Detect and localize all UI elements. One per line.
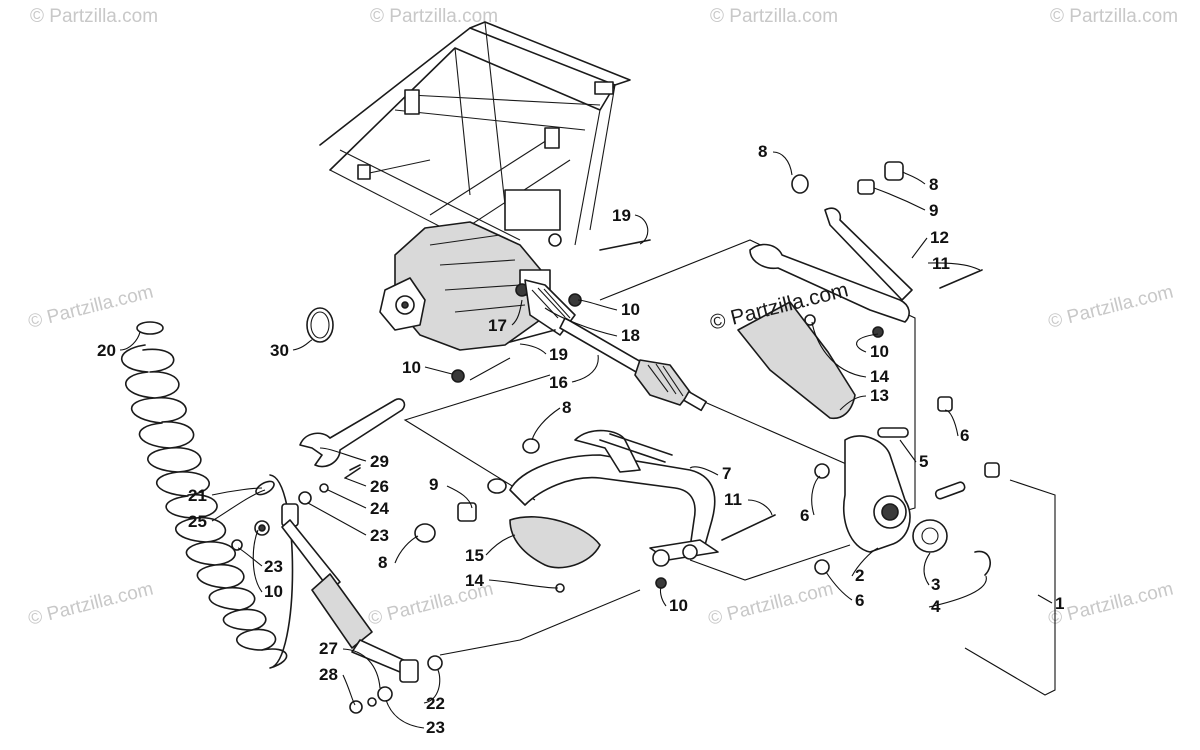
- hub-carrier: [814, 396, 1000, 576]
- shock-absorber: [231, 467, 443, 714]
- a-arm: [737, 161, 983, 420]
- callout-label: 12: [930, 228, 949, 247]
- callout-label: 8: [758, 142, 767, 161]
- callout-label: 6: [960, 426, 969, 445]
- spanner-wrench: [299, 398, 406, 468]
- callout-labels: 8 8 9 19 12 11 10 18 17 19 16 10 30 20 1…: [97, 142, 1064, 737]
- boundary-line: [699, 399, 861, 471]
- callout-label: 14: [870, 367, 889, 386]
- callout-label: 24: [370, 499, 389, 518]
- callout-label: 20: [97, 341, 116, 360]
- callout-label: 22: [426, 694, 445, 713]
- callout-label: 23: [370, 526, 389, 545]
- callout-label: 10: [621, 300, 640, 319]
- callout-label: 8: [562, 398, 571, 417]
- callout-label: 10: [264, 582, 283, 601]
- callout-label: 28: [319, 665, 338, 684]
- watermark-layer: © Partzilla.com © Partzilla.com © Partzi…: [26, 6, 1178, 630]
- callout-label: 10: [402, 358, 421, 377]
- boundary-line: [469, 357, 511, 381]
- callout-label: 29: [370, 452, 389, 471]
- boundary-line: [439, 589, 641, 656]
- callout-label: 10: [669, 596, 688, 615]
- callout-label: 2: [855, 566, 864, 585]
- watermark: © Partzilla.com: [1046, 282, 1175, 333]
- watermark: © Partzilla.com: [710, 6, 838, 27]
- callout-label: 21: [188, 486, 207, 505]
- callout-label: 25: [188, 512, 207, 531]
- callout-label: 9: [429, 475, 438, 494]
- boundary-line: [964, 479, 1056, 696]
- watermark: © Partzilla.com: [370, 6, 498, 27]
- callout-label: 13: [870, 386, 889, 405]
- coil-spring: [120, 321, 294, 669]
- callout-label: 11: [724, 490, 742, 509]
- callout-label: 30: [270, 341, 289, 360]
- swing-arm: [414, 429, 776, 593]
- watermark: © Partzilla.com: [26, 579, 155, 630]
- callout-label: 18: [621, 326, 640, 345]
- callout-label: 6: [855, 591, 864, 610]
- drive-axle: [515, 279, 707, 412]
- callout-label: 4: [931, 597, 941, 616]
- callout-label: 5: [919, 452, 928, 471]
- boundary-line: [403, 374, 551, 501]
- callout-label: 3: [931, 575, 940, 594]
- watermark: © Partzilla.com: [706, 579, 835, 630]
- callout-label: 10: [870, 342, 889, 361]
- callout-label: 26: [370, 477, 389, 496]
- leader-lines: [119, 151, 1053, 729]
- callout-label: 19: [612, 206, 631, 225]
- callout-label: 14: [465, 571, 484, 590]
- watermark: © Partzilla.com: [26, 282, 155, 333]
- callout-label: 7: [722, 464, 731, 483]
- callout-label: 17: [488, 316, 507, 335]
- bolts: [349, 239, 651, 471]
- callout-label: 9: [929, 201, 938, 220]
- callout-label: 23: [426, 718, 445, 737]
- callout-label: 6: [800, 506, 809, 525]
- callout-label: 8: [378, 553, 387, 572]
- snap-ring: [306, 307, 334, 343]
- callout-label: 1: [1055, 594, 1064, 613]
- watermark: © Partzilla.com: [1046, 579, 1175, 630]
- callout-label: 16: [549, 373, 568, 392]
- callout-label: 19: [549, 345, 568, 364]
- callout-label: 27: [319, 639, 338, 658]
- callout-label: 23: [264, 557, 283, 576]
- watermark: © Partzilla.com: [1050, 6, 1178, 27]
- boundary-line: [689, 544, 851, 581]
- callout-label: 8: [929, 175, 938, 194]
- watermark: © Partzilla.com: [30, 6, 158, 27]
- callout-label: 15: [465, 546, 484, 565]
